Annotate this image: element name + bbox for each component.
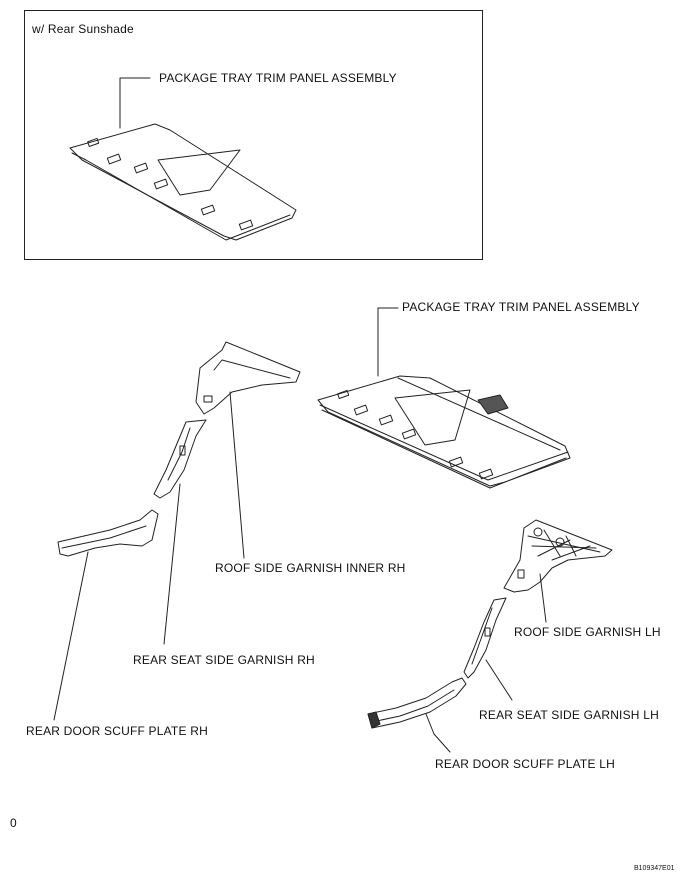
- package-tray-label: PACKAGE TRAY TRIM PANEL ASSEMBLY: [402, 300, 640, 314]
- inset-leader-line: [119, 77, 151, 129]
- rear-door-scuff-plate-rh-leader: [53, 551, 89, 721]
- package-tray-leader: [377, 307, 399, 377]
- left-margin-mark: 0: [10, 816, 17, 830]
- rear-door-scuff-plate-lh-drawing: [367, 677, 467, 729]
- rear-door-scuff-plate-lh-label: REAR DOOR SCUFF PLATE LH: [435, 757, 615, 771]
- roof-side-garnish-inner-rh-drawing: [195, 341, 301, 415]
- rear-sunshade-inset-frame: [24, 10, 483, 260]
- roof-side-garnish-inner-rh-label: ROOF SIDE GARNISH INNER RH: [215, 561, 406, 575]
- figure-code: B109347E01: [634, 865, 675, 872]
- rear-seat-side-garnish-rh-label: REAR SEAT SIDE GARNISH RH: [133, 653, 315, 667]
- roof-side-garnish-lh-drawing: [503, 519, 613, 593]
- inset-package-tray-drawing: [69, 123, 297, 241]
- package-tray-drawing: [317, 375, 571, 489]
- inset-package-tray-label: PACKAGE TRAY TRIM PANEL ASSEMBLY: [159, 71, 397, 85]
- roof-side-garnish-lh-leader: [539, 573, 547, 623]
- roof-side-garnish-lh-label: ROOF SIDE GARNISH LH: [514, 625, 661, 639]
- rear-door-scuff-plate-rh-drawing: [57, 509, 159, 557]
- rear-seat-side-garnish-lh-drawing: [463, 597, 507, 679]
- rear-door-scuff-plate-lh-leader: [425, 713, 451, 753]
- rear-seat-side-garnish-lh-leader: [485, 659, 513, 701]
- rear-seat-side-garnish-rh-drawing: [153, 419, 207, 499]
- rear-seat-side-garnish-rh-leader: [163, 483, 181, 645]
- roof-side-garnish-inner-rh-leader: [229, 391, 245, 559]
- rear-door-scuff-plate-rh-label: REAR DOOR SCUFF PLATE RH: [26, 724, 208, 738]
- inset-condition-label: w/ Rear Sunshade: [32, 22, 134, 36]
- rear-seat-side-garnish-lh-label: REAR SEAT SIDE GARNISH LH: [479, 708, 659, 722]
